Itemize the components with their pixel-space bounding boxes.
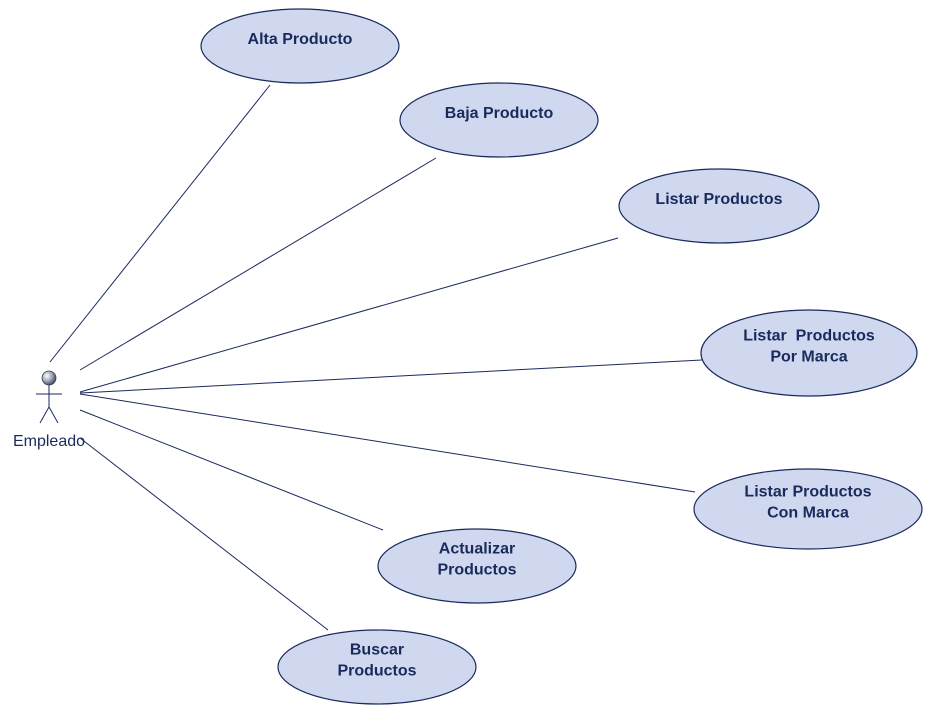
use-case-label-listar-con-marca: Listar Productos <box>744 484 871 501</box>
use-case-label-buscar: Productos <box>337 663 416 680</box>
association-line-listar-por-marca <box>79 359 703 394</box>
use-case-ellipse-actualizar <box>377 528 577 604</box>
use-case-ellipse-alta <box>200 8 400 84</box>
use-case-ellipse-listar <box>618 168 820 244</box>
association-line-listar <box>79 237 619 393</box>
association-line-alta <box>49 84 271 363</box>
use-case-label-buscar: Buscar <box>350 642 404 659</box>
association-line-actualizar <box>79 409 384 531</box>
actor-left-leg <box>39 406 50 424</box>
use-case-ellipse-buscar <box>277 629 477 705</box>
actor-head <box>41 370 57 386</box>
actor-label: Empleado <box>13 433 85 450</box>
use-case-label-actualizar: Productos <box>437 562 516 579</box>
use-case-listar: Listar Productos <box>618 168 820 244</box>
actor-empleado: Empleado <box>13 370 85 450</box>
use-case-label-alta: Alta Producto <box>248 31 353 48</box>
associations <box>49 84 703 631</box>
use-case-ellipse-baja <box>399 82 599 158</box>
use-case-baja: Baja Producto <box>399 82 599 158</box>
use-case-label-listar-por-marca: Por Marca <box>770 349 847 366</box>
association-line-listar-con-marca <box>79 393 696 493</box>
use-case-label-actualizar: Actualizar <box>439 541 515 558</box>
association-line-buscar <box>79 437 329 631</box>
use-case-label-baja: Baja Producto <box>445 105 554 122</box>
use-case-label-listar-con-marca: Con Marca <box>767 505 849 522</box>
actor-right-leg <box>48 406 59 424</box>
use-case-alta: Alta Producto <box>200 8 400 84</box>
use-case-label-listar-por-marca: Listar Productos <box>743 328 875 345</box>
use-case-ellipse-listar-por-marca <box>700 309 918 397</box>
use-case-label-listar: Listar Productos <box>655 191 782 208</box>
use-case-ellipse-listar-con-marca <box>693 468 923 550</box>
association-line-baja <box>79 157 437 371</box>
